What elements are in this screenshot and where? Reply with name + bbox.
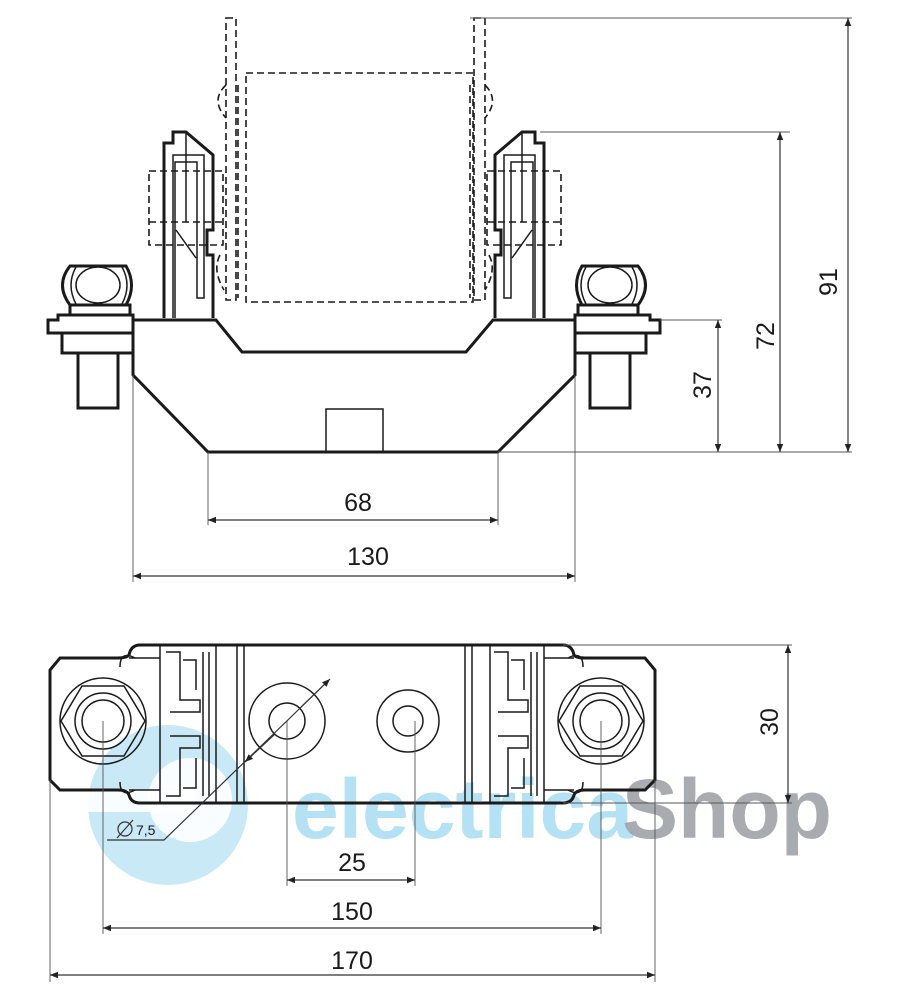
top-view: 7,5 30 25 150 170 [48,643,792,982]
right-contact-clip [493,130,575,322]
front-dimensions: 68 130 37 72 91 [132,17,852,582]
watermark: electrica Shop [85,725,832,885]
left-clip-top [166,651,210,797]
left-contact-clip [133,130,216,322]
dim-label-diameter: 7,5 [136,822,156,838]
dim-label-170: 170 [331,947,373,975]
left-terminal [46,264,135,410]
mounting-hole-right [376,689,440,753]
dim-label-72: 72 [752,322,780,350]
separator-lines [159,645,545,803]
dim-label-37: 37 [689,371,717,399]
dim-label-68: 68 [344,489,372,517]
center-block [325,408,384,453]
dim-label-130: 130 [347,543,389,571]
front-view: 68 130 37 72 91 [46,17,852,582]
dim-label-25: 25 [338,849,366,877]
top-dimensions: 7,5 30 25 150 170 [49,644,792,982]
base-body [131,318,577,454]
watermark-text-electrica: electrica [292,762,634,856]
dim-label-30: 30 [756,708,784,736]
dim-label-91: 91 [815,268,843,296]
watermark-text-shop: Shop [622,762,832,856]
fuse-link-dashed [148,17,562,303]
right-clip-top [494,651,538,797]
dim-label-150: 150 [331,898,373,926]
right-terminal [573,264,662,410]
